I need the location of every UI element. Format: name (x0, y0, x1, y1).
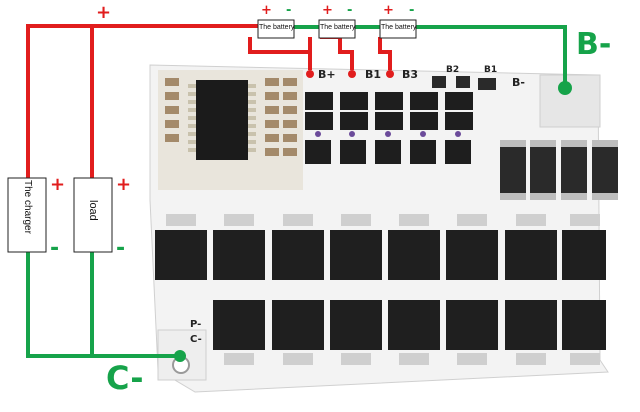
charger-plus-sign: + (50, 174, 66, 195)
battery-label-2: The battery (320, 24, 356, 31)
top-plus-sign: + (96, 2, 112, 23)
battery-box-1 (257, 19, 295, 39)
b-minus-terminal-label: B- (576, 27, 612, 62)
b1-board-label: B1 (365, 68, 382, 81)
mosfet-array (155, 214, 606, 365)
charger-box (7, 177, 47, 253)
battery-2-minus: - (347, 3, 353, 18)
battery-2-plus: + (322, 3, 333, 18)
battery-box-2 (318, 19, 356, 39)
b-plus-label: B+ (318, 68, 336, 81)
battery-label-3: The battery (381, 24, 417, 31)
negative-wires (26, 25, 567, 358)
battery-1-plus: + (261, 3, 272, 18)
load-label: load (87, 200, 99, 221)
c-minus-dot (174, 350, 186, 362)
battery-label-1: The battery (259, 24, 295, 31)
charger-minus-sign: - (50, 236, 60, 261)
c-minus-board-label: C- (190, 334, 202, 345)
b-minus-board-label: B- (512, 76, 525, 89)
battery-3-plus: + (383, 3, 394, 18)
bms-board (149, 64, 618, 393)
c-minus-terminal-label: C- (106, 359, 144, 397)
b2-board-label: B2 (446, 65, 460, 75)
battery-cells (257, 19, 417, 39)
load-plus-sign: + (116, 174, 132, 195)
b3-board-label: B3 (402, 68, 419, 81)
load-minus-sign: - (116, 236, 126, 261)
main-ic (196, 80, 248, 160)
battery-box-3 (379, 19, 417, 39)
battery-3-minus: - (409, 3, 415, 18)
b-minus-pad (539, 74, 601, 128)
connection-dots (306, 70, 394, 78)
battery-1-minus: - (286, 3, 292, 18)
load-box (73, 177, 113, 253)
b1-small-label: B1 (484, 65, 498, 75)
p-minus-label: P- (190, 319, 202, 330)
shunt-resistors (500, 140, 618, 200)
b-minus-dot (558, 81, 572, 95)
charger-label: The charger (22, 180, 33, 234)
